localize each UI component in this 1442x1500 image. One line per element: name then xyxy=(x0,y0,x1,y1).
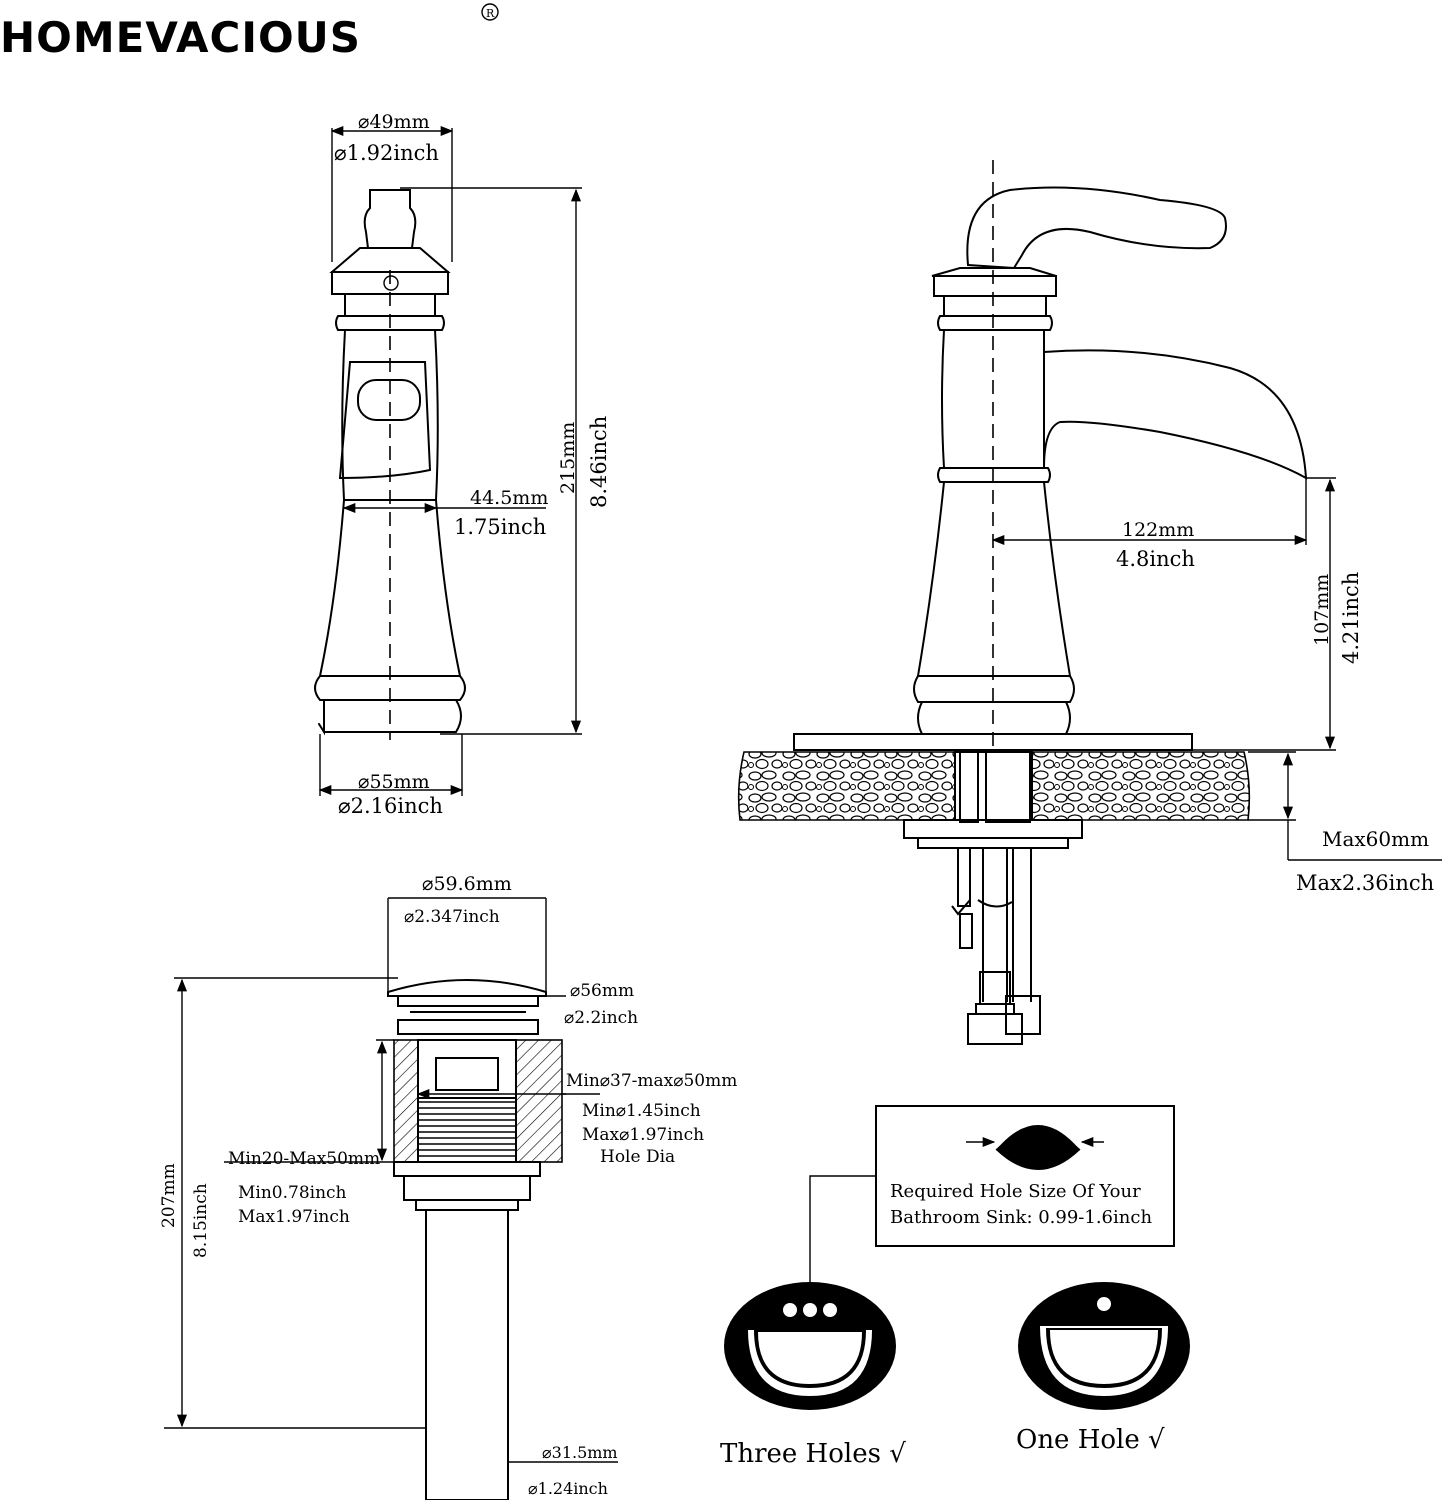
three-holes-label: Three Holes √ xyxy=(720,1439,906,1469)
drain-cap-dia-mm: ⌀59.6mm xyxy=(422,873,512,895)
drain-assembly: ⌀59.6mm ⌀2.347inch ⌀56mm ⌀2.2inch xyxy=(159,873,737,1500)
front-height-in: 8.46inch xyxy=(587,416,611,508)
front-base-dia-mm: ⌀55mm xyxy=(358,771,430,793)
side-max-deck-mm: Max60mm xyxy=(1322,827,1429,851)
drain-tail-in: ⌀1.24inch xyxy=(528,1479,608,1498)
note-line-1: Required Hole Size Of Your xyxy=(890,1181,1141,1202)
faucet-front-view: ⌀49mm ⌀1.92inch 215mm 8.46inch 44.5mm 1.… xyxy=(314,111,611,818)
front-handle-mm: 44.5mm xyxy=(470,487,548,509)
drain-thick-mm: Min20-Max50mm xyxy=(228,1149,380,1169)
brand-logo: HOMEVACIOUS xyxy=(0,13,361,62)
drain-tail-mm: ⌀31.5mm xyxy=(542,1443,618,1462)
front-top-dia-mm: ⌀49mm xyxy=(358,111,430,133)
faucet-side-view: 122mm 4.8inch 107mm 4.21inch Max60mm Max… xyxy=(737,160,1442,1045)
drain-hole-max-in: Max⌀1.97inch xyxy=(582,1125,704,1145)
registered-mark-icon xyxy=(481,3,499,21)
drain-flange-mm: ⌀56mm xyxy=(570,981,634,1001)
front-height-mm: 215mm xyxy=(557,422,579,494)
registered-letter: R xyxy=(486,7,495,20)
drain-length-mm: 207mm xyxy=(159,1163,179,1228)
drain-length-in: 8.15inch xyxy=(191,1183,211,1258)
hole-size-note: Required Hole Size Of Your Bathroom Sink… xyxy=(809,1105,1175,1296)
side-reach-in: 4.8inch xyxy=(1116,547,1195,571)
side-max-deck-in: Max2.36inch xyxy=(1296,871,1434,895)
drain-cap-dia-in: ⌀2.347inch xyxy=(404,907,500,927)
side-spout-height-in: 4.21inch xyxy=(1339,572,1363,664)
side-reach-mm: 122mm xyxy=(1122,519,1194,541)
one-hole-sink-icon xyxy=(1018,1282,1190,1410)
drain-thick-min-in: Min0.78inch xyxy=(238,1183,347,1203)
front-base-dia-in: ⌀2.16inch xyxy=(338,794,443,818)
drain-hole-min-in: Min⌀1.45inch xyxy=(582,1101,701,1121)
three-hole-sink-icon xyxy=(724,1282,896,1410)
side-spout-height-mm: 107mm xyxy=(1311,574,1333,646)
front-top-dia-in: ⌀1.92inch xyxy=(334,141,439,165)
front-handle-in: 1.75inch xyxy=(454,515,546,539)
drain-hole-mm: Min⌀37-max⌀50mm xyxy=(566,1071,737,1091)
drain-flange-in: ⌀2.2inch xyxy=(564,1008,638,1028)
note-line-2: Bathroom Sink: 0.99-1.6inch xyxy=(890,1207,1152,1228)
one-hole-label: One Hole √ xyxy=(1016,1425,1165,1455)
drain-hole-label: Hole Dia xyxy=(600,1147,675,1167)
drain-thick-max-in: Max1.97inch xyxy=(238,1207,350,1227)
